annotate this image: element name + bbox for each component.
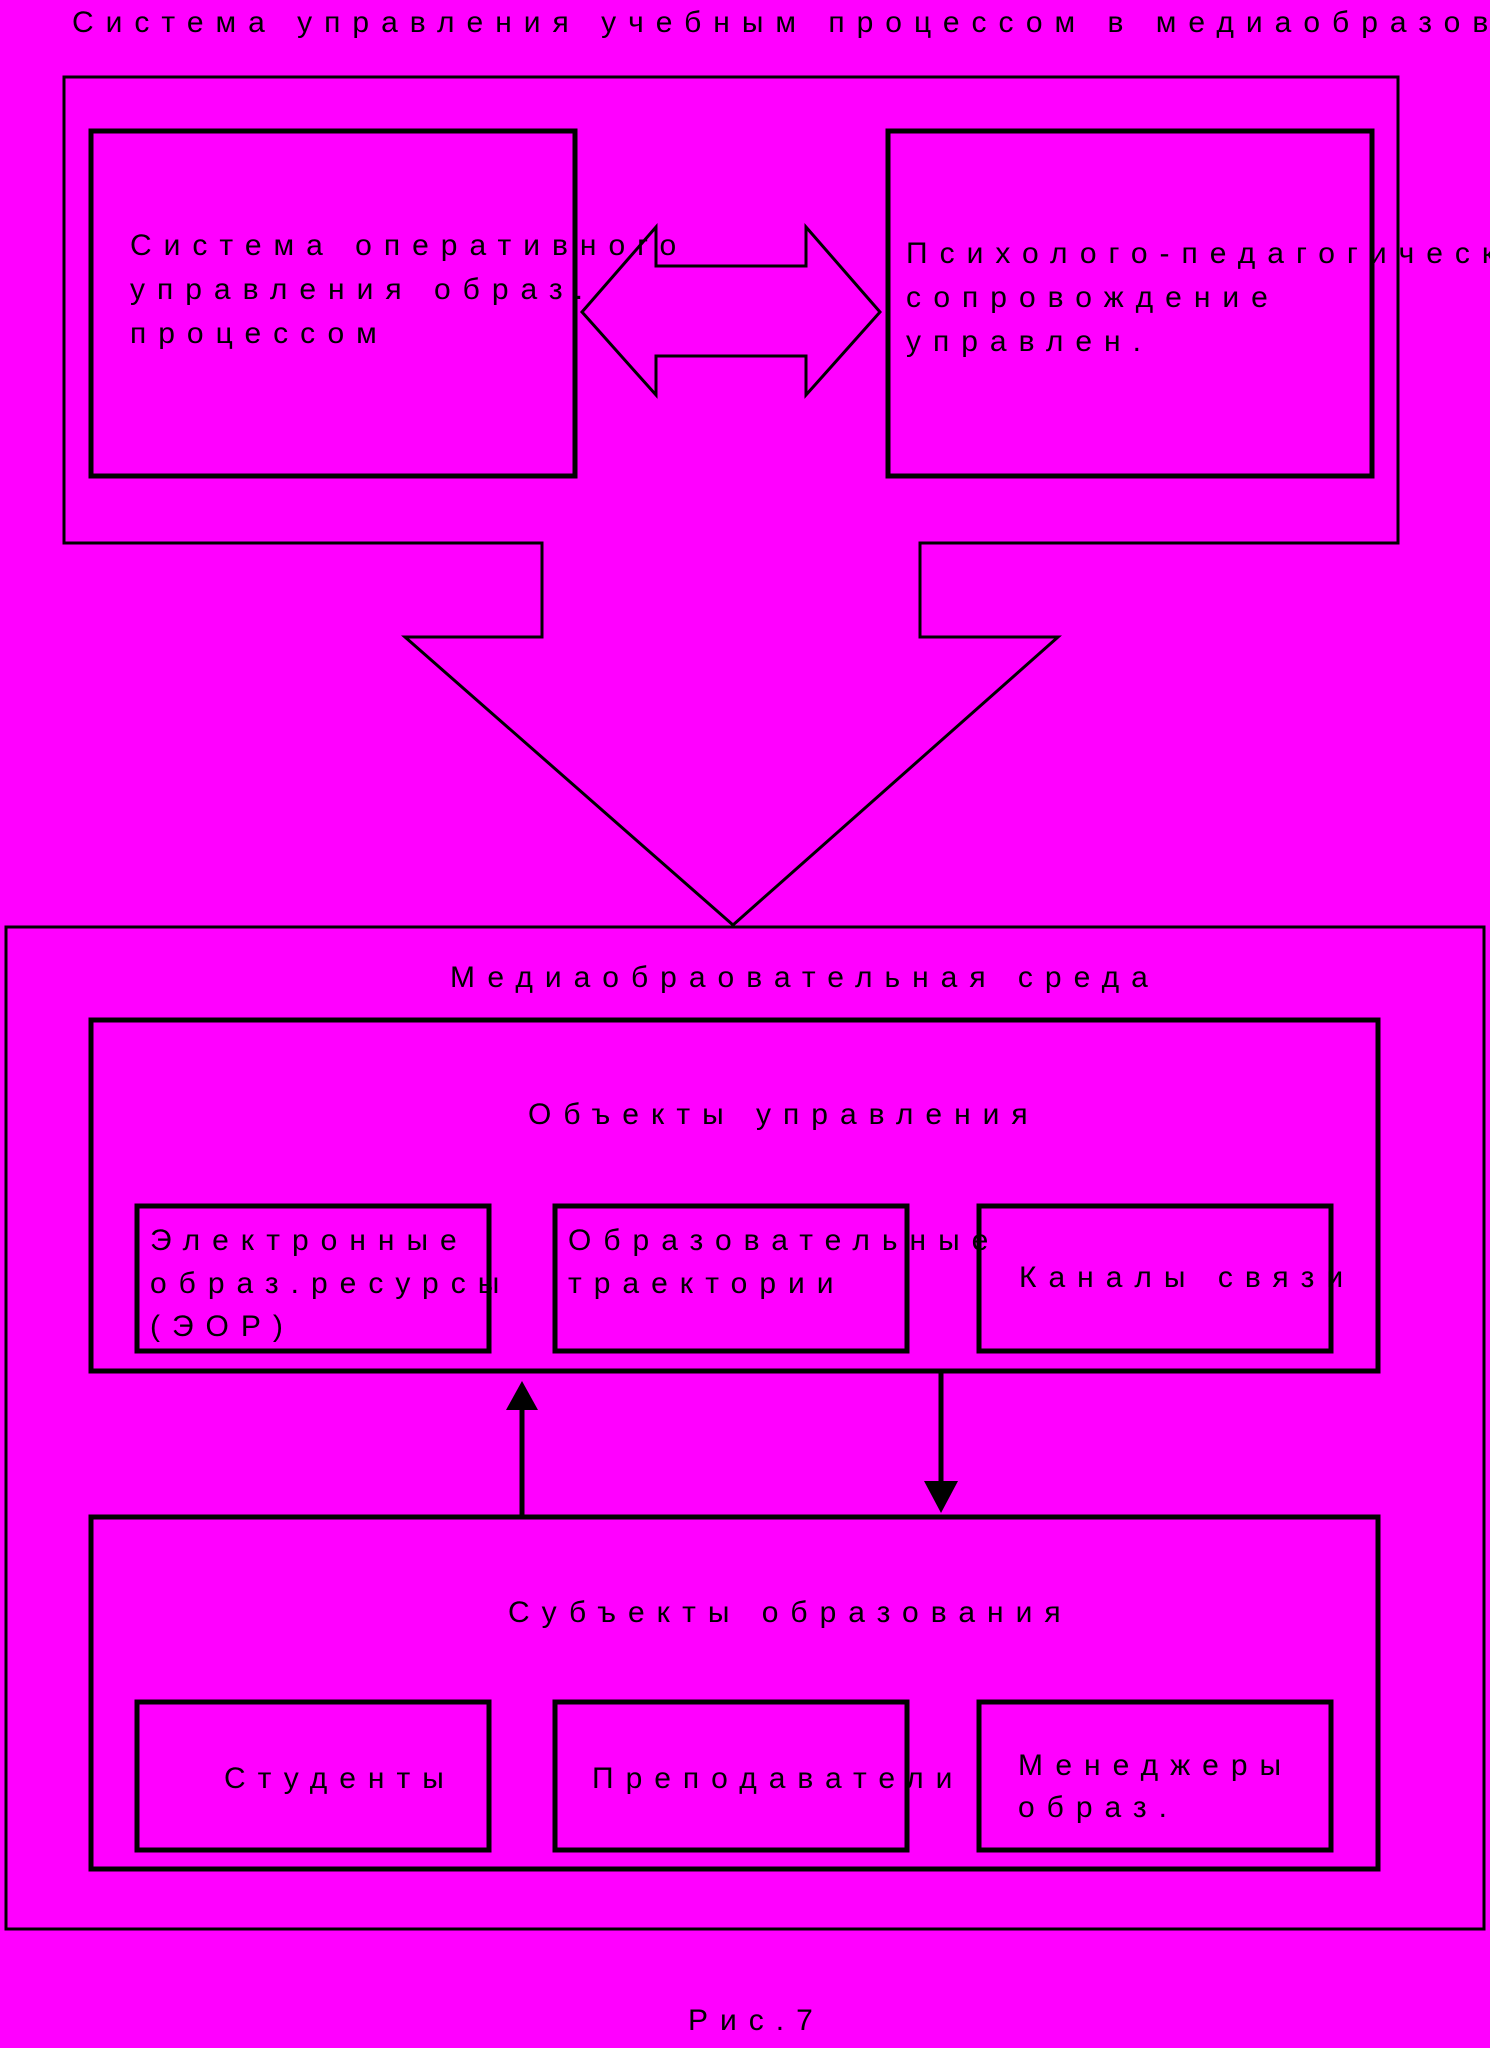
svg-text:процессом: процессом bbox=[130, 317, 389, 350]
management-objects-box bbox=[88, 1017, 1381, 1374]
bidirectional-arrow-icon bbox=[580, 222, 882, 399]
students-label: Студенты bbox=[224, 1762, 456, 1795]
arrow-down-icon bbox=[924, 1481, 958, 1513]
svg-text:Электронные: Электронные bbox=[150, 1224, 469, 1257]
psych-support-box bbox=[885, 128, 1375, 479]
eor-box bbox=[134, 1203, 492, 1354]
teachers-label: Преподаватели bbox=[592, 1762, 964, 1795]
teachers-box bbox=[552, 1699, 910, 1853]
management-objects-label: Объекты управления bbox=[528, 1098, 1040, 1131]
managers-box bbox=[976, 1699, 1334, 1853]
svg-text:сопровождение: сопровождение bbox=[906, 281, 1280, 314]
educational-trajectories-box bbox=[552, 1203, 910, 1354]
svg-text:управлен.: управлен. bbox=[906, 325, 1153, 358]
svg-text:Система оперативного: Система оперативного bbox=[130, 229, 688, 262]
students-box bbox=[134, 1699, 492, 1853]
operational-management-label: Система оперативного управления образ. п… bbox=[130, 229, 688, 350]
media-environment-box bbox=[4, 925, 1486, 1931]
education-subjects-label: Субъекты образования bbox=[508, 1596, 1073, 1629]
media-environment-label: Медиаобраовательная среда bbox=[450, 961, 1160, 994]
svg-text:Психолого-педагогическ.: Психолого-педагогическ. bbox=[906, 237, 1490, 270]
svg-text:Менеджеры: Менеджеры bbox=[1018, 1749, 1293, 1782]
communication-channels-label: Каналы связи bbox=[1019, 1261, 1355, 1294]
svg-text:траектории: траектории bbox=[568, 1267, 846, 1300]
svg-text:(ЭОР): (ЭОР) bbox=[150, 1310, 295, 1343]
psych-support-label: Психолого-педагогическ. сопровождение уп… bbox=[906, 237, 1490, 358]
figure-caption: Рис.7 bbox=[688, 2004, 825, 2037]
svg-text:Образовательные: Образовательные bbox=[568, 1224, 1000, 1257]
education-subjects-box bbox=[88, 1514, 1381, 1872]
diagram-title: Система управления учебным процессом в м… bbox=[72, 6, 1490, 39]
eor-label: Электронные образ.ресурсы (ЭОР) bbox=[150, 1224, 511, 1343]
arrow-up-icon bbox=[506, 1381, 538, 1410]
operational-management-box bbox=[88, 128, 578, 479]
educational-trajectories-label: Образовательные траектории bbox=[568, 1224, 1000, 1300]
svg-text:образ.: образ. bbox=[1018, 1791, 1179, 1824]
communication-channels-box bbox=[976, 1203, 1334, 1354]
svg-text:управления образ.: управления образ. bbox=[130, 273, 595, 306]
managers-label: Менеджеры образ. bbox=[1018, 1749, 1293, 1824]
management-container-outline bbox=[62, 75, 1400, 928]
svg-text:образ.ресурсы: образ.ресурсы bbox=[150, 1267, 511, 1300]
